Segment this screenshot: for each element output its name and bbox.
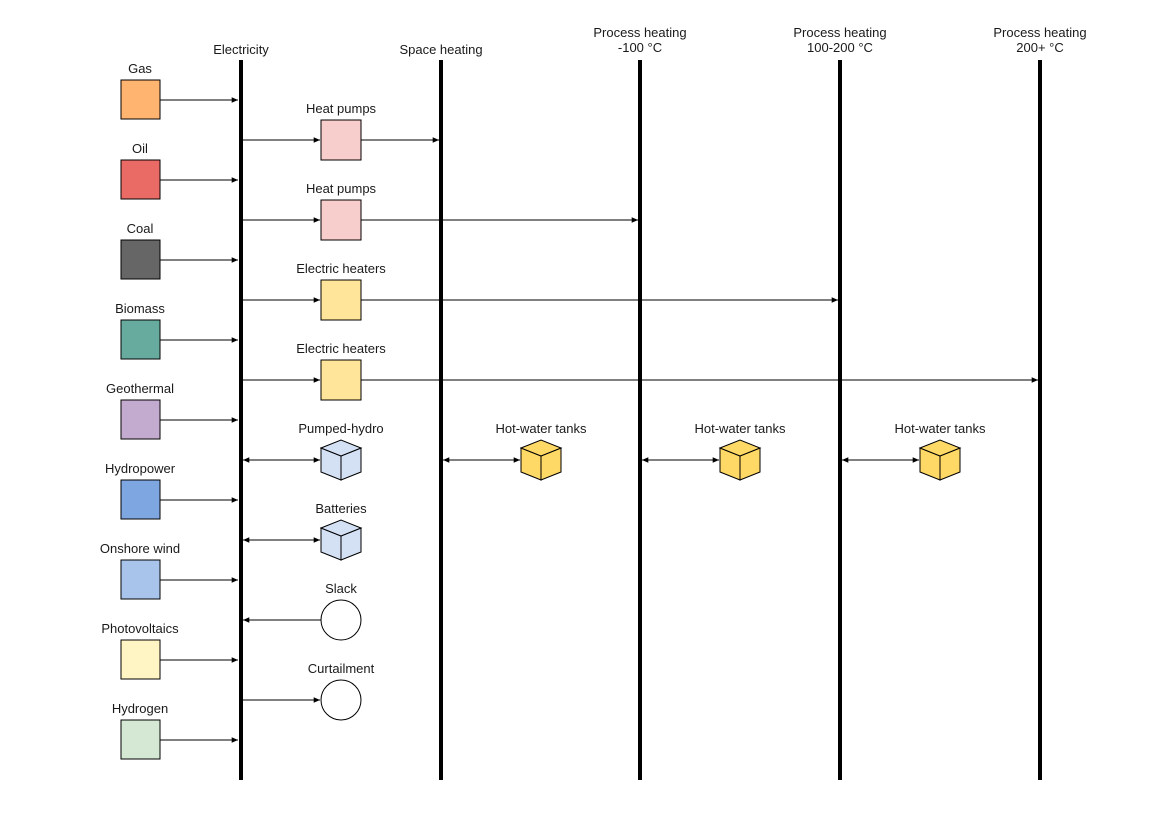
bus-label: Electricity	[213, 42, 269, 57]
source-oil: Oil	[120, 141, 238, 200]
bus-label: 100-200 °C	[807, 40, 873, 55]
storage-label: Hot-water tanks	[495, 421, 587, 436]
storage-pumped-hydro: Pumped-hydro	[243, 421, 384, 481]
storage-hot-water-tanks-mid: Hot-water tanks	[842, 421, 986, 481]
storage-cube-icon	[918, 439, 962, 481]
bus-label: -100 °C	[618, 40, 662, 55]
source-hydrogen: Hydrogen	[112, 701, 238, 760]
source-label: Coal	[127, 221, 154, 236]
storage-label: Hot-water tanks	[694, 421, 786, 436]
source-label: Photovoltaics	[101, 621, 179, 636]
converter-electric-heaters-1: Electric heaters	[243, 261, 838, 321]
converter-electric-heaters-2: Electric heaters	[243, 341, 1038, 401]
source-box	[120, 559, 161, 600]
source-box	[120, 719, 161, 760]
storage-hot-water-tanks-low: Hot-water tanks	[642, 421, 786, 481]
source-box	[120, 399, 161, 440]
converter-label: Electric heaters	[296, 261, 386, 276]
source-geothermal: Geothermal	[106, 381, 238, 440]
converter-box	[320, 119, 362, 161]
source-box	[120, 159, 161, 200]
bus-label: Process heating	[993, 25, 1086, 40]
cube-top-face	[918, 439, 962, 457]
converter-label: Electric heaters	[296, 341, 386, 356]
source-label: Gas	[128, 61, 152, 76]
source-label: Biomass	[115, 301, 165, 316]
bus-space-heating: Space heating	[399, 42, 483, 780]
source-photovoltaics: Photovoltaics	[101, 621, 238, 680]
source-box	[120, 639, 161, 680]
source-gas: Gas	[120, 61, 238, 120]
cube-top-face	[718, 439, 762, 457]
converter-heat-pumps-2: Heat pumps	[243, 181, 638, 241]
balancing-label: Slack	[325, 581, 357, 596]
source-box	[120, 239, 161, 280]
balancing-circle	[320, 679, 362, 721]
bus-label: Space heating	[399, 42, 482, 57]
bus-label: Process heating	[593, 25, 686, 40]
storage-batteries: Batteries	[243, 501, 367, 561]
cube-top-face	[519, 439, 563, 457]
storage-cube-icon	[718, 439, 762, 481]
bus-process-heating-low: Process heating-100 °C	[593, 25, 687, 780]
bus-electricity: Electricity	[213, 42, 269, 780]
storage-hot-water-tanks-space: Hot-water tanks	[443, 421, 587, 481]
source-box	[120, 79, 161, 120]
converter-heat-pumps-1: Heat pumps	[243, 101, 439, 161]
source-onshore-wind: Onshore wind	[100, 541, 238, 600]
converter-label: Heat pumps	[306, 181, 377, 196]
balancing-curtailment: Curtailment	[243, 661, 375, 721]
cube-top-face	[319, 519, 363, 537]
converter-box	[320, 199, 362, 241]
storage-label: Pumped-hydro	[298, 421, 383, 436]
balancing-label: Curtailment	[308, 661, 375, 676]
source-box	[120, 479, 161, 520]
storage-cube-icon	[319, 519, 363, 561]
source-label: Hydropower	[105, 461, 176, 476]
balancing-slack: Slack	[243, 581, 362, 641]
source-label: Hydrogen	[112, 701, 168, 716]
storage-cube-icon	[519, 439, 563, 481]
source-biomass: Biomass	[115, 301, 238, 360]
cube-top-face	[319, 439, 363, 457]
converter-box	[320, 359, 362, 401]
bus-label: 200+ °C	[1016, 40, 1063, 55]
balancing-circle	[320, 599, 362, 641]
source-label: Onshore wind	[100, 541, 180, 556]
bus-label: Process heating	[793, 25, 886, 40]
storage-label: Hot-water tanks	[894, 421, 986, 436]
storage-cube-icon	[319, 439, 363, 481]
source-hydropower: Hydropower	[105, 461, 238, 520]
source-label: Oil	[132, 141, 148, 156]
source-label: Geothermal	[106, 381, 174, 396]
source-layer: GasOilCoalBiomassGeothermalHydropowerOns…	[100, 61, 238, 760]
source-coal: Coal	[120, 221, 238, 280]
source-box	[120, 319, 161, 360]
storage-label: Batteries	[315, 501, 367, 516]
converter-box	[320, 279, 362, 321]
converter-label: Heat pumps	[306, 101, 377, 116]
